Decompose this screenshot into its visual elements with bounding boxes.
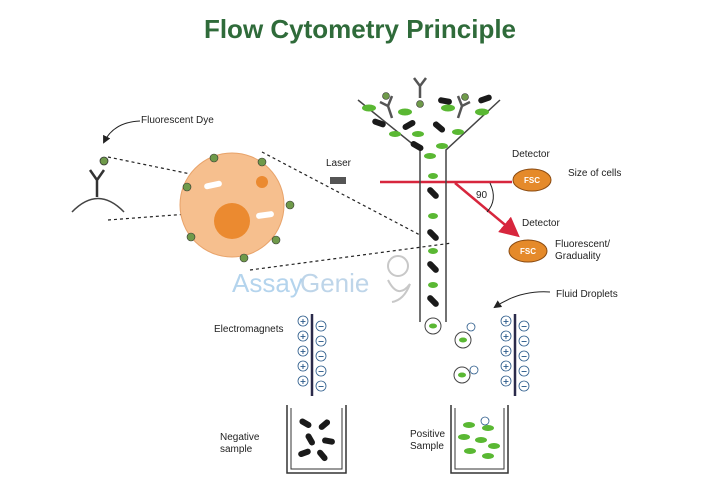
svg-text:−: − <box>521 322 528 331</box>
svg-text:−: − <box>318 322 325 331</box>
electromagnet-right: + + + + + − − − − − <box>500 314 530 396</box>
negative-sample-container <box>286 405 347 474</box>
svg-text:−: − <box>318 382 325 391</box>
fsc-detector-bottom <box>508 239 548 263</box>
watermark-assay-text: Assay <box>232 268 303 298</box>
antibody-icons <box>379 77 471 119</box>
svg-text:−: − <box>521 337 528 346</box>
svg-text:−: − <box>521 382 528 391</box>
svg-text:−: − <box>318 352 325 361</box>
diagram-title: Flow Cytometry Principle <box>203 14 517 44</box>
fsc-top-text: FSC <box>524 176 540 185</box>
svg-text:+: + <box>300 317 307 326</box>
cell-icon <box>179 152 295 263</box>
fluorescent-dye-arrow <box>103 120 141 144</box>
svg-text:−: − <box>318 367 325 376</box>
laser-label: Laser <box>326 158 352 169</box>
positive-sample-container <box>450 405 509 474</box>
svg-text:+: + <box>300 332 307 341</box>
fluorescent-dye-label: Fluorescent Dye <box>141 115 214 126</box>
negative-label-line1: Negative <box>220 432 260 443</box>
detector-bottom-label: Detector <box>522 218 560 229</box>
fluid-droplets <box>424 317 479 384</box>
fluorescent-label: Fluorescent/ <box>555 239 610 250</box>
fsc-detector-top <box>512 168 552 192</box>
flow-particles <box>362 94 492 307</box>
electromagnets-label: Electromagnets <box>214 324 283 335</box>
negative-label-line2: sample <box>220 444 253 455</box>
svg-text:+: + <box>300 362 307 371</box>
svg-text:+: + <box>300 377 307 386</box>
svg-text:+: + <box>503 317 510 326</box>
fluid-droplets-label: Fluid Droplets <box>556 289 618 300</box>
fsc-bottom-text: FSC <box>520 247 536 256</box>
svg-text:+: + <box>300 347 307 356</box>
svg-text:+: + <box>503 362 510 371</box>
angle-label: 90 <box>476 190 488 201</box>
electromagnet-left: + + + + + − − − − − <box>297 314 327 396</box>
svg-text:−: − <box>521 367 528 376</box>
watermark-genie-text: Genie <box>300 268 369 298</box>
size-of-cells-label: Size of cells <box>568 168 621 179</box>
detector-top-label: Detector <box>512 149 550 160</box>
svg-text:+: + <box>503 347 510 356</box>
svg-text:+: + <box>503 332 510 341</box>
genie-logo-icon <box>387 255 411 303</box>
positive-label-line2: Sample <box>410 441 444 452</box>
flow-cell-funnel <box>357 99 501 322</box>
positive-label-line1: Positive <box>410 429 445 440</box>
side-scatter-beam <box>454 182 520 238</box>
svg-text:−: − <box>318 337 325 346</box>
svg-text:−: − <box>521 352 528 361</box>
laser-source-icon <box>330 177 346 184</box>
angle-arc <box>486 182 494 213</box>
antibody-membrane-icon <box>71 156 125 213</box>
fluid-droplets-arrow <box>493 291 551 309</box>
assaygenie-watermark: Assay Genie <box>232 255 411 303</box>
svg-text:+: + <box>503 377 510 386</box>
graduality-label: Graduality <box>555 251 601 262</box>
